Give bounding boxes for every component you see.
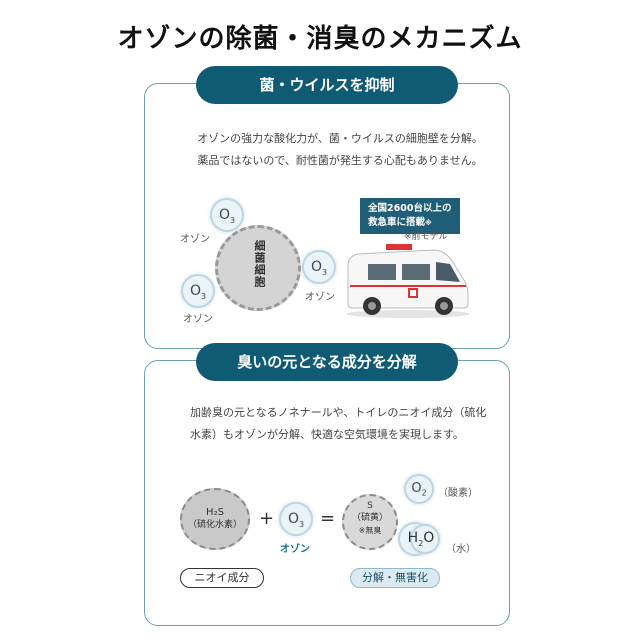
section-bacteria-heading: 菌・ウイルスを抑制	[196, 66, 458, 104]
sulfur-note: ※無臭	[358, 526, 382, 535]
decompose-tag: 分解・無害化	[350, 568, 440, 588]
water-label: （水）	[446, 544, 476, 555]
section-odor-heading: 臭いの元となる成分を分解	[196, 343, 458, 381]
ozone-label: オゾン	[305, 292, 335, 303]
ozone-molecule-icon: O3	[181, 274, 215, 308]
h2s-name: （硫化水素）	[187, 520, 242, 530]
oxygen-molecule-icon: O2	[404, 474, 434, 504]
ambulance-image	[346, 244, 470, 318]
sulfur-icon	[342, 494, 398, 550]
page-title: オゾンの除菌・消臭のメカニズム	[117, 24, 523, 54]
section-odor-line1: 加齢臭の元となるノネナールや、トイレのニオイ成分（硫化	[190, 406, 487, 419]
sulfur-name: （硫黄）	[351, 513, 388, 523]
bacteria-cell-icon	[215, 225, 301, 311]
water-molecule-icon: H2O	[398, 520, 444, 560]
sulfur-formula: S	[367, 501, 373, 511]
h2s-formula: H₂S	[206, 507, 224, 518]
equals-sign: =	[320, 508, 336, 529]
install-count-badge: 全国2600台以上の 救急車に搭載※	[360, 198, 460, 234]
ozone-molecule-icon: O3	[302, 250, 336, 284]
ozone-molecule-icon: O3	[279, 502, 313, 536]
h2s-cloud-icon	[180, 488, 250, 550]
ozone-molecule-icon: O3	[210, 198, 244, 232]
ozone-label: オゾン	[183, 314, 213, 325]
ozone-label: オゾン	[180, 234, 210, 245]
plus-sign: +	[259, 508, 275, 529]
ozone-label: オゾン	[280, 544, 310, 555]
oxygen-label: （酸素）	[438, 488, 478, 499]
odor-component-tag: ニオイ成分	[180, 568, 264, 588]
section-odor-line2: 水素）もオゾンが分解、快適な空気環境を実現します。	[190, 428, 464, 441]
section-bacteria-line1: オゾンの強力な酸化力が、菌・ウイルスの細胞壁を分解。	[197, 132, 483, 145]
bacteria-cell-label: 細菌細胞	[253, 240, 266, 288]
section-bacteria-line2: 薬品ではないので、耐性菌が発生する心配もありません。	[197, 154, 483, 167]
model-note: ※前モデル	[404, 232, 448, 242]
